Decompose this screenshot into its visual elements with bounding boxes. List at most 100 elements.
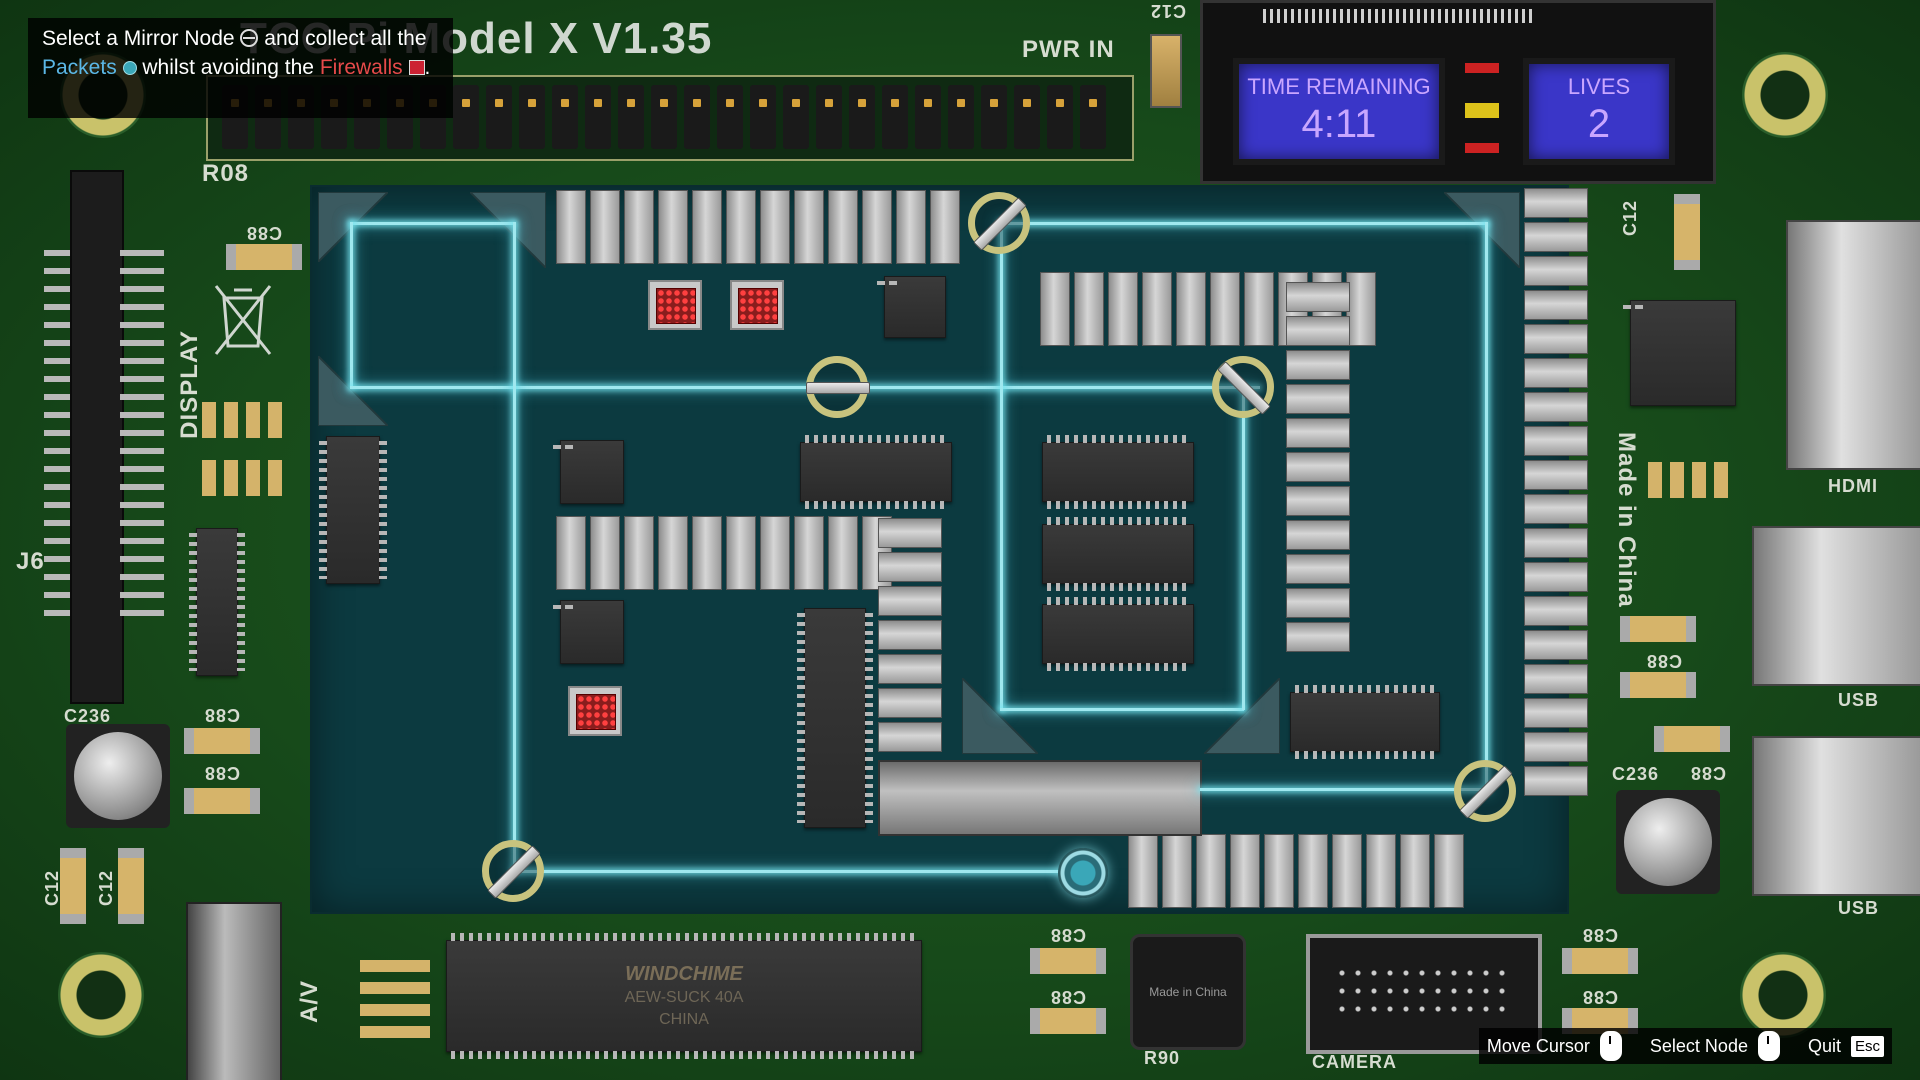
component-block bbox=[726, 190, 756, 264]
header-pin bbox=[684, 85, 710, 149]
instruction-panel: Select a Mirror Node and collect all the… bbox=[28, 18, 453, 118]
mirror-node[interactable] bbox=[482, 840, 544, 902]
left-ic-chip bbox=[189, 528, 245, 676]
r08-label: R08 bbox=[202, 160, 250, 187]
component-block bbox=[624, 190, 654, 264]
component-block bbox=[1366, 834, 1396, 908]
laser-beam bbox=[1000, 222, 1003, 710]
capacitor-array bbox=[202, 402, 282, 438]
display-label: DISPLAY bbox=[176, 330, 203, 439]
laser-beam bbox=[1000, 708, 1244, 711]
component-block bbox=[1524, 188, 1588, 218]
component-block bbox=[1286, 384, 1350, 414]
component-block bbox=[1524, 528, 1588, 558]
component-row bbox=[556, 516, 892, 590]
lives-display: LIVES 2 bbox=[1523, 58, 1675, 165]
component-block bbox=[1244, 272, 1274, 346]
mouse-move-icon bbox=[1599, 1031, 1622, 1061]
header-pin bbox=[816, 85, 842, 149]
laser-beam bbox=[350, 222, 514, 225]
r90-label: R90 bbox=[1144, 1048, 1181, 1068]
component-block bbox=[1524, 562, 1588, 592]
mirror-node[interactable] bbox=[1454, 760, 1516, 822]
move-cursor-label: Move Cursor bbox=[1486, 1035, 1590, 1056]
component-block bbox=[1196, 834, 1226, 908]
component-block bbox=[878, 552, 942, 582]
component-column bbox=[1524, 188, 1588, 796]
component-block bbox=[794, 516, 824, 590]
header-pin bbox=[882, 85, 908, 149]
header-pin bbox=[948, 85, 974, 149]
j6-label: J6 bbox=[16, 548, 45, 575]
capacitor bbox=[1654, 726, 1730, 752]
time-remaining-value: 4:11 bbox=[1301, 102, 1377, 146]
component-block bbox=[1264, 834, 1294, 908]
component-block bbox=[556, 190, 586, 264]
header-pin bbox=[750, 85, 776, 149]
component-row bbox=[556, 190, 960, 264]
recycle-bin-icon bbox=[210, 280, 276, 360]
laser-beam bbox=[350, 222, 353, 388]
hdmi-label: HDMI bbox=[1828, 476, 1878, 496]
c88-label: C88 bbox=[204, 763, 241, 783]
component-block bbox=[1040, 272, 1070, 346]
component-block bbox=[878, 654, 942, 684]
laser-beam bbox=[350, 386, 1260, 389]
metal-resistor bbox=[878, 760, 1202, 836]
ic-chip bbox=[1042, 597, 1194, 671]
component-block bbox=[828, 190, 858, 264]
component-block bbox=[658, 190, 688, 264]
capacitor bbox=[184, 788, 260, 814]
c12-label: C12 bbox=[1620, 200, 1640, 237]
electrolytic-capacitor bbox=[66, 724, 170, 828]
right-ic-chip bbox=[1623, 300, 1736, 406]
ic-chip bbox=[1042, 517, 1194, 591]
component-block bbox=[726, 516, 756, 590]
windchime-chip: WINDCHIME AEW-SUCK 40A CHINA bbox=[446, 933, 922, 1059]
chip-origin: CHINA bbox=[659, 1011, 709, 1028]
quit-label: Quit bbox=[1807, 1035, 1841, 1056]
c88-label: C88 bbox=[1050, 925, 1087, 945]
capacitor bbox=[60, 848, 86, 924]
ic-chip bbox=[1290, 685, 1440, 759]
ic-chip bbox=[877, 276, 946, 338]
mirror-node[interactable] bbox=[806, 356, 870, 418]
header-pin bbox=[915, 85, 941, 149]
mirror-node[interactable] bbox=[1212, 356, 1274, 418]
camera-connector bbox=[1306, 934, 1542, 1054]
capacitor-array bbox=[202, 460, 282, 496]
c88-label: C88 bbox=[204, 705, 241, 725]
component-block bbox=[1128, 834, 1158, 908]
capacitor bbox=[1674, 194, 1700, 270]
header-pin bbox=[519, 85, 545, 149]
component-block bbox=[760, 190, 790, 264]
component-block bbox=[1524, 766, 1588, 796]
component-block bbox=[1524, 392, 1588, 422]
time-display: TIME REMAINING 4:11 bbox=[1233, 58, 1445, 165]
mirror-node[interactable] bbox=[968, 192, 1030, 254]
esc-key-icon[interactable]: Esc bbox=[1850, 1035, 1884, 1057]
header-pin bbox=[849, 85, 875, 149]
component-block bbox=[1286, 350, 1350, 380]
laser-beam bbox=[1242, 386, 1245, 710]
small-chip-label: Made in China bbox=[1149, 985, 1227, 999]
component-block bbox=[1346, 272, 1376, 346]
c236-label: C236 bbox=[64, 706, 112, 726]
capacitor bbox=[1030, 948, 1106, 974]
firewall-icon bbox=[408, 60, 425, 75]
corner-reflector bbox=[962, 678, 1038, 754]
capacitor bbox=[118, 848, 144, 924]
component-column bbox=[878, 518, 942, 752]
component-block bbox=[624, 516, 654, 590]
component-block bbox=[1286, 452, 1350, 482]
time-remaining-label: TIME REMAINING bbox=[1247, 74, 1431, 99]
component-block bbox=[658, 516, 688, 590]
instruction-text: . bbox=[424, 56, 431, 79]
chip-brand: WINDCHIME bbox=[625, 963, 743, 985]
capacitor bbox=[1030, 1008, 1106, 1034]
camera-label: CAMERA bbox=[1312, 1052, 1397, 1072]
ic-chip bbox=[319, 436, 387, 584]
component-block bbox=[1524, 494, 1588, 524]
c88-label: C88 bbox=[1690, 763, 1727, 783]
component-block bbox=[1286, 588, 1350, 618]
